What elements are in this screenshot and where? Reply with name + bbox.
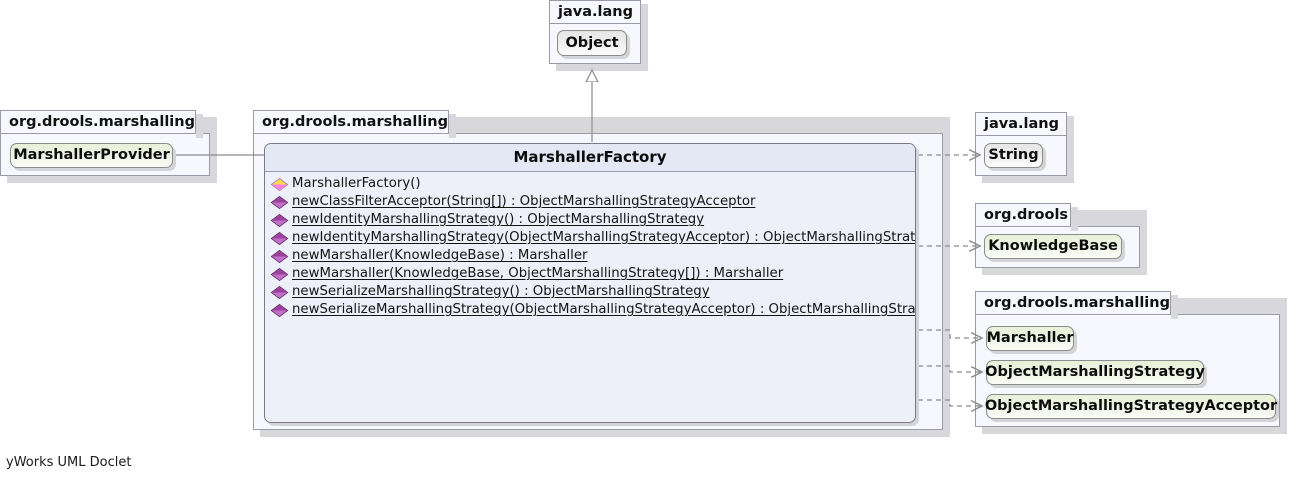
package-tab-shadow [449,114,456,138]
package-label-org-drools: org.drools [975,203,1071,227]
node-label-knowledge-base: KnowledgeBase [988,238,1118,255]
node-knowledge-base[interactable]: KnowledgeBase [984,234,1122,259]
class-member-new-identity-marshalling-strategy[interactable]: newIdentityMarshallingStrategy() : Objec… [265,211,915,229]
class-member-constructor[interactable]: MarshallerFactory() [265,175,915,193]
class-member-new-marshaller[interactable]: newMarshaller(KnowledgeBase) : Marshalle… [265,247,915,265]
package-tab-shadow [1071,207,1078,231]
node-marshaller-provider[interactable]: MarshallerProvider [10,143,173,168]
method-icon [270,303,289,317]
class-member-label: newMarshaller(KnowledgeBase) : Marshalle… [292,248,588,263]
node-string[interactable]: String [984,143,1043,168]
package-label-center-marshalling: org.drools.marshalling [253,110,449,134]
footer-credit: yWorks UML Doclet [6,455,132,470]
node-object-marshalling-strategy-acceptor[interactable]: ObjectMarshallingStrategyAcceptor [984,394,1278,419]
method-icon [270,213,289,227]
class-member-label: newIdentityMarshallingStrategy() : Objec… [292,212,705,227]
class-member-new-serialize-marshalling-strategy[interactable]: newSerializeMarshallingStrategy() : Obje… [265,283,915,301]
method-icon [270,267,289,281]
package-label-java-lang-right: java.lang [975,112,1067,136]
node-marshaller[interactable]: Marshaller [986,326,1074,351]
node-label-object-marshalling-strategy-acceptor: ObjectMarshallingStrategyAcceptor [984,398,1278,415]
class-member-list: MarshallerFactory() newClassFilterAccept… [265,172,915,319]
method-icon [270,231,289,245]
class-member-label: MarshallerFactory() [292,176,421,191]
class-member-label: newSerializeMarshallingStrategy() : Obje… [292,284,710,299]
method-icon [270,285,289,299]
class-member-new-serialize-marshalling-strategy-acceptor[interactable]: newSerializeMarshallingStrategy(ObjectMa… [265,301,915,319]
node-object[interactable]: Object [557,30,627,56]
package-tab-shadow [1067,116,1074,140]
constructor-icon [270,177,289,191]
node-object-marshalling-strategy[interactable]: ObjectMarshallingStrategy [985,360,1205,385]
class-member-label: newMarshaller(KnowledgeBase, ObjectMarsh… [292,266,784,281]
node-label-marshaller: Marshaller [986,330,1074,347]
package-tab-shadow [641,4,648,28]
class-member-label: newClassFilterAcceptor(String[]) : Objec… [292,194,756,209]
method-icon [270,249,289,263]
package-label-right-marshalling: org.drools.marshalling [975,291,1171,315]
node-label-string: String [988,147,1039,164]
class-member-label: newSerializeMarshallingStrategy(ObjectMa… [292,302,916,317]
method-icon [270,195,289,209]
class-title-marshaller-factory: MarshallerFactory [265,144,915,172]
class-member-new-identity-marshalling-strategy-acceptor[interactable]: newIdentityMarshallingStrategy(ObjectMar… [265,229,915,247]
class-member-new-marshaller-with-strategies[interactable]: newMarshaller(KnowledgeBase, ObjectMarsh… [265,265,915,283]
package-tab-shadow [1171,295,1178,319]
node-label-marshaller-provider: MarshallerProvider [13,147,170,164]
class-member-label: newIdentityMarshallingStrategy(ObjectMar… [292,230,916,245]
class-member-new-class-filter-acceptor[interactable]: newClassFilterAcceptor(String[]) : Objec… [265,193,915,211]
node-label-object-marshalling-strategy: ObjectMarshallingStrategy [985,364,1205,381]
package-tab-shadow [196,114,203,138]
class-marshaller-factory[interactable]: MarshallerFactory MarshallerFactory() ne… [264,143,916,423]
node-label-object: Object [565,34,619,51]
package-label-java-lang-top: java.lang [549,0,641,24]
package-label-left-marshalling: org.drools.marshalling [0,110,196,134]
